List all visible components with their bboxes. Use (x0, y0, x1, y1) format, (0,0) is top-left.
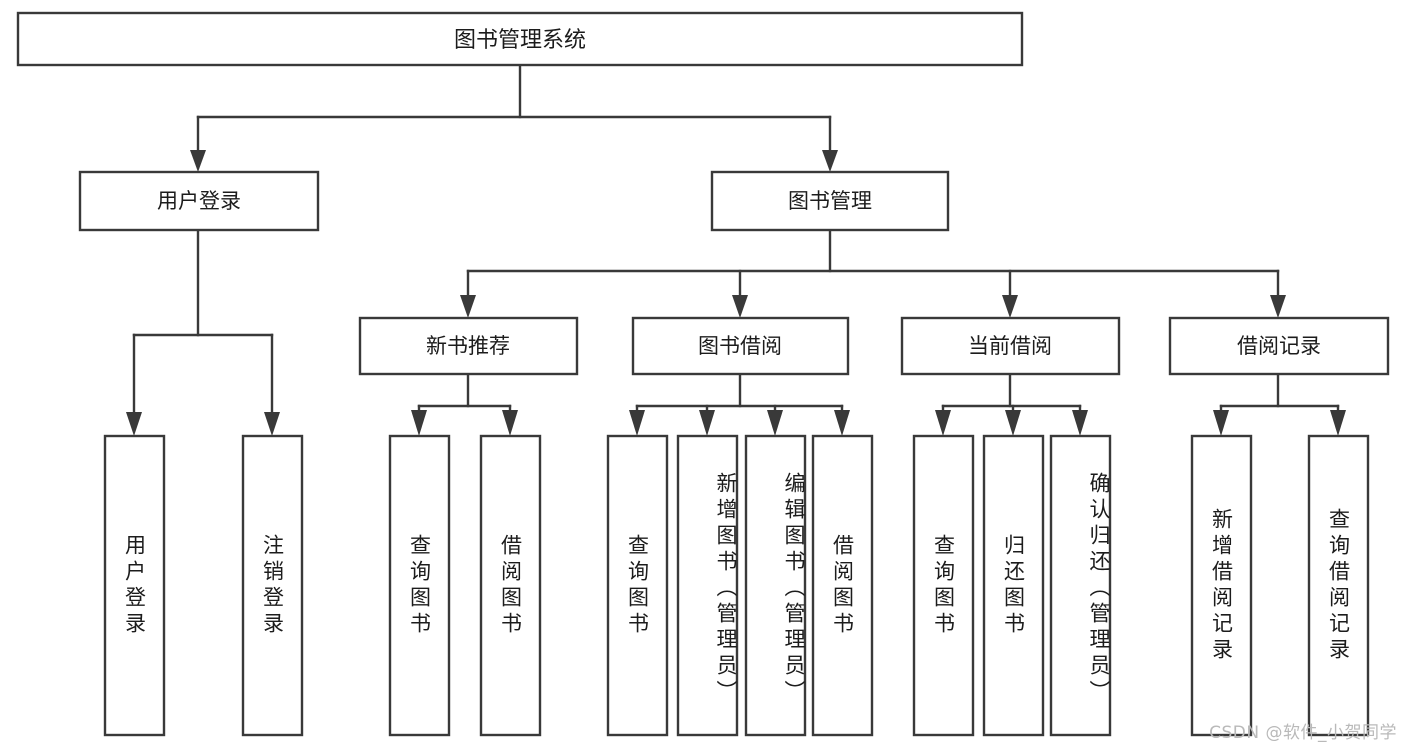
arrow-head-user-login (190, 150, 206, 172)
node-user-login-label: 用户登录 (157, 189, 241, 213)
node-new-book-recommend-label: 新书推荐 (426, 334, 510, 358)
node-new-book-recommend-box[interactable] (358, 316, 579, 376)
leaf-borrow-book-2-box[interactable] (811, 434, 874, 737)
node-current-borrow-label: 当前借阅 (968, 334, 1052, 358)
arrow-head-leaf-confirm-return-admin (1072, 410, 1088, 436)
leaf-return-book-box[interactable] (982, 434, 1045, 737)
node-new-book-recommend[interactable]: 新书推荐 (358, 316, 579, 376)
arrow-head-leaf-query-borrow-record (1330, 410, 1346, 436)
arrow-head-leaf-query-book-1 (411, 410, 427, 436)
node-current-borrow-box[interactable] (900, 316, 1121, 376)
arrow-head-leaf-edit-book-admin (767, 410, 783, 436)
node-book-borrow[interactable]: 图书借阅 (631, 316, 850, 376)
leaf-edit-book-admin-box[interactable] (744, 434, 807, 737)
leaf-add-book-admin-box[interactable] (676, 434, 739, 737)
node-book-borrow-label: 图书借阅 (698, 334, 782, 358)
node-book-management[interactable]: 图书管理 (710, 170, 950, 232)
node-borrow-record[interactable]: 借阅记录 (1168, 316, 1390, 376)
leaf-boxes-group (103, 434, 1370, 737)
connector-current-borrow-to-leaves (935, 372, 1088, 436)
leaf-logout-box[interactable] (241, 434, 304, 737)
node-book-management-label: 图书管理 (788, 189, 872, 213)
leaf-user-login-box[interactable] (103, 434, 166, 737)
node-borrow-record-label: 借阅记录 (1237, 334, 1321, 358)
arrow-head-leaf-user-login (126, 412, 142, 436)
arrow-head-leaf-add-book-admin (699, 410, 715, 436)
connector-root-to-tier2 (190, 63, 838, 172)
node-root-book-management-system[interactable]: 图书管理系统 (16, 11, 1024, 67)
arrow-head-leaf-return-book (1005, 410, 1021, 436)
connector-book-borrow-to-leaves (629, 372, 850, 436)
node-book-management-box[interactable] (710, 170, 950, 232)
arrow-head-new-book-recommend (460, 295, 476, 318)
arrow-head-leaf-query-book-2 (629, 410, 645, 436)
connector-borrow-record-to-leaves (1213, 372, 1346, 436)
arrow-head-leaf-borrow-book-1 (502, 410, 518, 436)
leaf-query-borrow-record-box[interactable] (1307, 434, 1370, 737)
arrow-head-leaf-query-book-3 (935, 410, 951, 436)
arrow-head-leaf-logout (264, 412, 280, 436)
node-user-login[interactable]: 用户登录 (78, 170, 320, 232)
connector-book-management-to-tier3 (460, 228, 1286, 318)
csdn-watermark: CSDN @软件_小贺同学 (1209, 723, 1397, 743)
arrow-head-leaf-add-borrow-record (1213, 410, 1229, 436)
leaf-query-book-1-box[interactable] (388, 434, 451, 737)
node-current-borrow[interactable]: 当前借阅 (900, 316, 1121, 376)
leaf-query-book-3-box[interactable] (912, 434, 975, 737)
arrow-head-leaf-borrow-book-2 (834, 410, 850, 436)
arrow-head-current-borrow (1002, 295, 1018, 318)
arrow-head-borrow-record (1270, 295, 1286, 318)
node-root-box[interactable] (16, 11, 1024, 67)
node-root-label: 图书管理系统 (454, 28, 586, 53)
arrow-head-book-borrow (732, 295, 748, 318)
node-borrow-record-box[interactable] (1168, 316, 1390, 376)
node-user-login-box[interactable] (78, 170, 320, 232)
leaf-borrow-book-1-box[interactable] (479, 434, 542, 737)
connector-new-book-recommend-to-leaves (411, 372, 518, 436)
connector-user-login-to-leaves (126, 228, 280, 436)
node-book-borrow-box[interactable] (631, 316, 850, 376)
leaf-confirm-return-admin-box[interactable] (1049, 434, 1112, 737)
leaf-add-borrow-record-box[interactable] (1190, 434, 1253, 737)
arrow-head-book-management (822, 150, 838, 172)
leaf-query-book-2-box[interactable] (606, 434, 669, 737)
